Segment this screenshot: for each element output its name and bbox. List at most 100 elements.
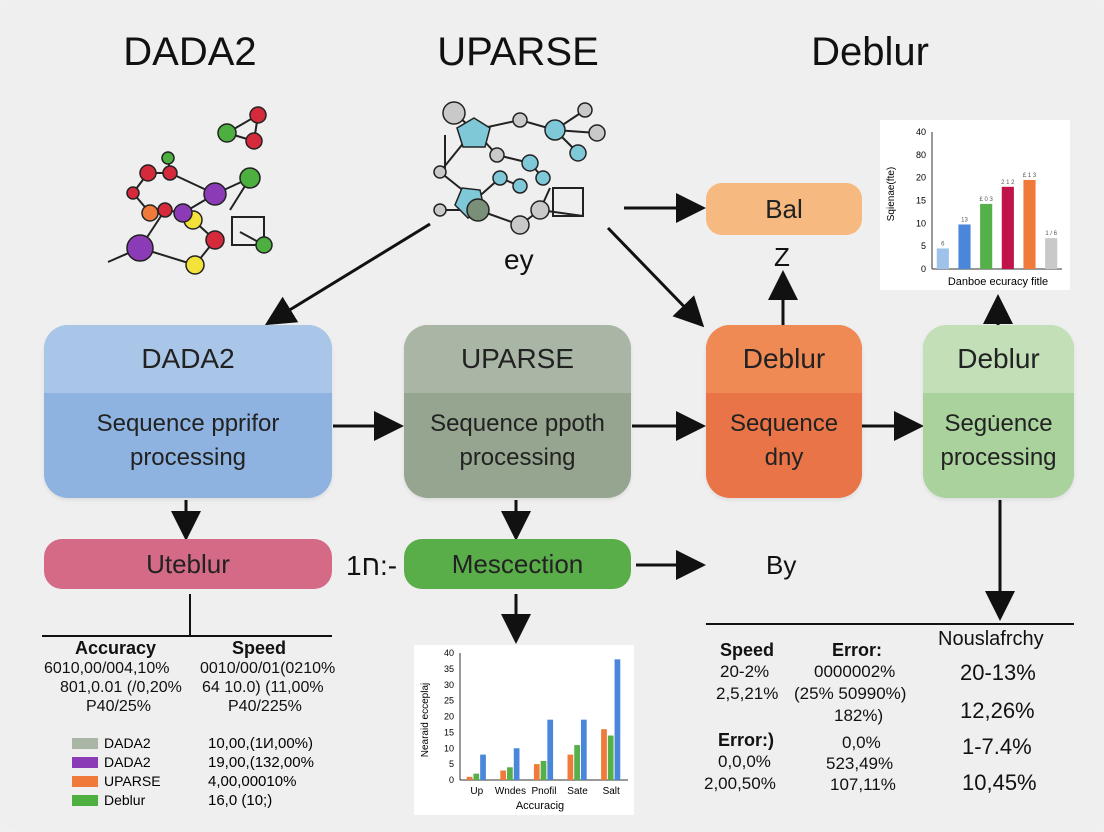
chart2-bar [614, 659, 621, 780]
chart2-category-label: Sate [567, 786, 588, 797]
label-n1: ח1:- [346, 550, 398, 581]
right-table-cell: 12,26% [960, 698, 1035, 723]
chart2-xlabel: Accuracig [516, 800, 564, 812]
legend-value: 16,0 (10;) [208, 792, 273, 809]
legend-label: UPARSE [104, 773, 161, 789]
chart1-bar [980, 203, 993, 269]
chart2-bar [500, 770, 507, 780]
right-table-cell: 20-2% [720, 662, 770, 681]
process-box-line1: Sequence ppoth [430, 410, 605, 437]
chart2-category-label: Up [470, 786, 483, 797]
left-table-header-accuracy: Accuracy [75, 638, 157, 658]
table-rules [42, 594, 1074, 637]
legend-label: DADA2 [104, 754, 151, 770]
legend-item: Deblur 16,0 (10;) [72, 792, 342, 811]
chart2-bar [480, 754, 486, 780]
label-ey: ey [504, 244, 534, 275]
process-box-line2: processing [940, 444, 1057, 471]
chart1-bar [936, 248, 949, 269]
mescection-box: Mescection [404, 539, 631, 589]
right-table-cell: 0,0,0% [718, 752, 771, 771]
chart2-ylabel: Nearaid ecceplaj [420, 683, 431, 758]
chart1-data-label: 2 1 2 [1001, 180, 1015, 186]
chart2-category-label: Salt [603, 786, 620, 797]
chart1-data-label: £ 0 3 [979, 197, 993, 203]
chart1-data-label: 6 [941, 241, 945, 247]
legend-swatch [72, 757, 98, 768]
chart1-ytick: 40 [916, 127, 926, 137]
process-box-title: UPARSE [404, 325, 631, 393]
right-table-subheader-error: Error:) [718, 730, 775, 750]
chart2-bar [473, 773, 480, 780]
right-table-cell: 523,49% [826, 754, 894, 773]
legend-item: DADA2 10,00,(1И,00%) [72, 735, 342, 754]
right-table-cell: 107,11% [830, 775, 896, 794]
process-box-title: Deblur [706, 325, 862, 393]
chart2-category-label: Wndes [495, 786, 526, 797]
chart1-bar [1001, 186, 1014, 269]
chart1-data-label: 13 [961, 217, 968, 223]
process-box-line1: Segu̇ence [944, 410, 1053, 437]
left-table-header-speed: Speed [232, 638, 287, 658]
chart2-bar [507, 767, 513, 780]
right-table-cell: 10,45% [962, 770, 1037, 795]
right-table-cell: 182%) [834, 706, 884, 725]
right-table-cell: 0000002% [814, 662, 896, 681]
chart2-bar [547, 719, 554, 780]
legend-swatch [72, 776, 98, 787]
label-z: Z [774, 242, 790, 272]
process-box-title: Deblur [923, 325, 1074, 393]
left-table-cell: 6010,00/004,10% [44, 660, 170, 677]
process-box-line1: Sequence [729, 410, 839, 437]
process-box-deblur-2: Deblur Segu̇ence processing [923, 325, 1074, 498]
left-table-cell: 0010/00/01(0210% [200, 660, 336, 677]
chart2-bar [607, 735, 614, 780]
heading-uparse: UPARSE [437, 30, 599, 74]
chart2-bar [533, 764, 540, 780]
chart2-bar [466, 776, 473, 780]
chart2-bar [513, 748, 520, 780]
chart2-ytick: 0 [449, 775, 454, 785]
legend-item: DADA2 19,00,(132,00% [72, 754, 342, 773]
left-table-cell: 801,0.01 (/0,20% [60, 679, 182, 696]
left-table-cell: 64 10.0) (11,00% [202, 679, 324, 696]
chart1-data-label: 1 / 6 [1045, 231, 1057, 237]
chart1-ytick: 10 [916, 218, 926, 228]
chart1-data-label: £ 1 3 [1023, 173, 1037, 179]
right-table-cell: 2,00,50% [704, 774, 776, 793]
right-table-cell: 2,5,21% [716, 684, 779, 703]
process-box-line1: Sequence pprifor [96, 410, 280, 437]
left-table-cell: P40/25% [86, 698, 151, 715]
chart2-category-label: Pnofil [531, 786, 556, 797]
label-by: By [766, 550, 797, 580]
chart2-bar [601, 729, 607, 780]
network-nodes-uparse [433, 101, 606, 235]
chart2-ytick: 5 [449, 759, 454, 769]
uteblur-box: Uteblur [44, 539, 332, 589]
chart1-ylabel: Sqienae(fte) [886, 167, 897, 221]
left-table-cell: P40/225% [228, 698, 302, 715]
chart2-ytick: 20 [444, 712, 454, 722]
heading-deblur: Deblur [811, 30, 929, 74]
chart1-bar [1023, 179, 1036, 269]
right-table-header-speed: Speed [720, 640, 775, 660]
legend-swatch [72, 795, 98, 806]
heading-dada2: DADA2 [123, 30, 257, 74]
chart1-bar [958, 224, 971, 269]
chart2-bar [540, 760, 547, 780]
chart1-ytick: 5 [921, 241, 926, 251]
right-table-cell: 0,0% [842, 733, 881, 752]
arrows [171, 193, 1015, 644]
chart2-ytick: 25 [444, 696, 454, 706]
right-table-cell: (25% 50990%) [794, 684, 907, 703]
legend-value: 10,00,(1И,00%) [208, 735, 314, 752]
chart2-ytick: 10 [444, 743, 454, 753]
legend-label: Deblur [104, 792, 146, 808]
chart1-xlabel: Danboe ecuracy fitle [948, 276, 1048, 288]
